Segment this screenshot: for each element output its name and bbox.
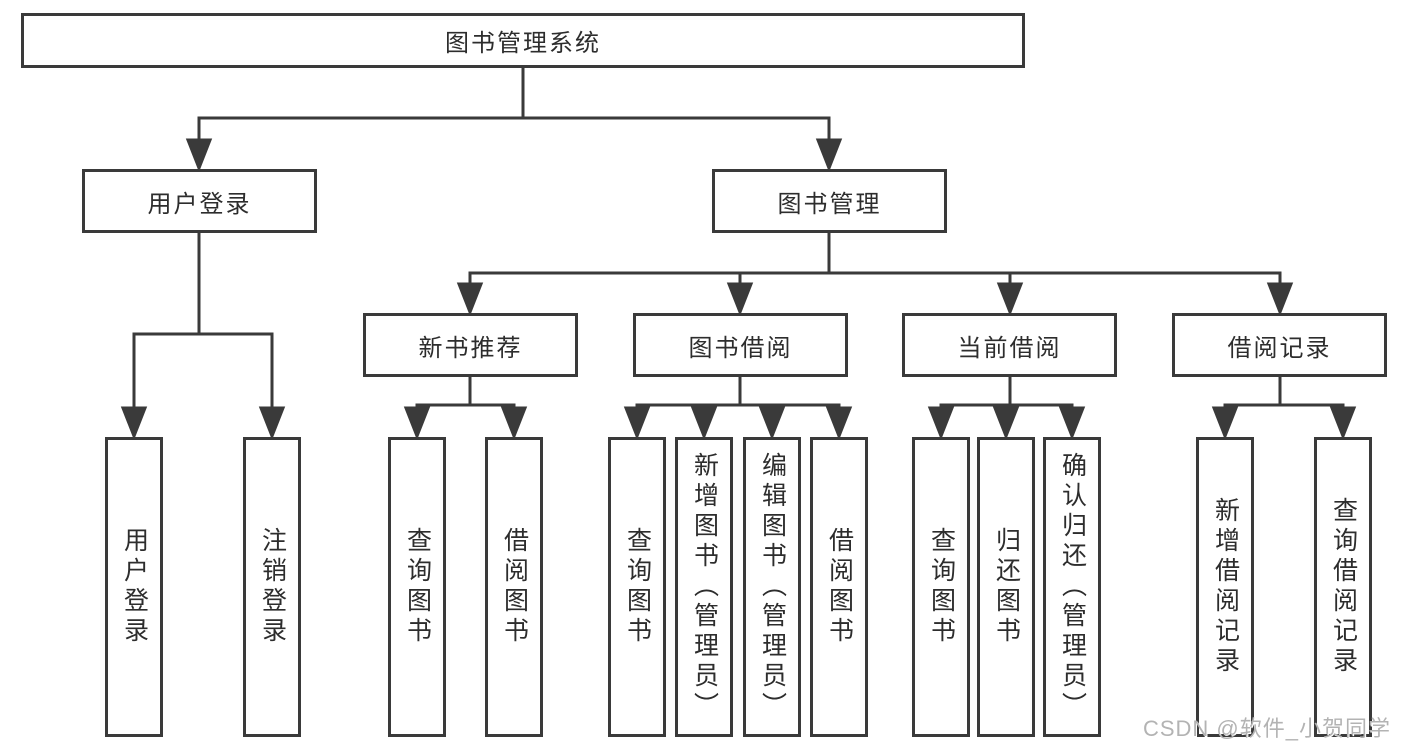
node-label: 图书管理系统 [445,30,601,57]
node-new-book-recommendation: 新书推荐 [363,313,578,377]
leaf-add-book-admin: 新增图书（管理员） [675,437,733,737]
connector-group [120,68,1357,441]
node-borrowing-records: 借阅记录 [1172,313,1387,377]
arrowhead [500,406,528,441]
arrowhead [258,406,286,441]
node-library-management-system: 图书管理系统 [21,13,1025,68]
leaf-query-books-borrow: 查询图书 [608,437,666,737]
arrowhead [690,406,718,441]
node-current-borrowing: 当前借阅 [902,313,1117,377]
arrowhead [1266,282,1294,317]
node-label: 新书推荐 [418,334,523,362]
node-label: 确认归还（管理员） [1058,452,1087,722]
node-label: 借阅记录 [1227,334,1332,362]
node-label: 注销登录 [258,527,287,647]
node-label: 查询图书 [927,527,956,647]
leaf-edit-book-admin: 编辑图书（管理员） [743,437,801,737]
leaf-user-login: 用户登录 [105,437,163,737]
node-label: 图书借阅 [688,334,793,362]
arrowhead [185,138,213,173]
leaf-return-book: 归还图书 [977,437,1035,737]
node-book-management: 图书管理 [712,169,947,233]
leaf-logout: 注销登录 [243,437,301,737]
arrowhead [1211,406,1239,441]
leaf-query-books-current: 查询图书 [912,437,970,737]
node-label: 查询图书 [403,527,432,647]
arrowhead [1329,406,1357,441]
node-label: 当前借阅 [957,334,1062,362]
node-label: 归还图书 [992,527,1021,647]
arrowhead [815,138,843,173]
node-label: 查询借阅记录 [1329,497,1358,677]
arrowhead [726,282,754,317]
node-label: 编辑图书（管理员） [758,452,787,722]
leaf-borrow-books: 借阅图书 [810,437,868,737]
arrowhead [1058,406,1086,441]
leaf-query-books-recommend: 查询图书 [388,437,446,737]
arrowhead [996,282,1024,317]
arrowhead [927,406,955,441]
arrowhead [623,406,651,441]
node-label: 图书管理 [777,190,882,218]
arrowhead [403,406,431,441]
node-label: 借阅图书 [825,527,854,647]
node-label: 用户登录 [120,527,149,647]
leaf-confirm-return-admin: 确认归还（管理员） [1043,437,1101,737]
arrowhead [120,406,148,441]
node-label: 新增图书（管理员） [690,452,719,722]
arrowhead [456,282,484,317]
leaf-query-borrow-record: 查询借阅记录 [1314,437,1372,737]
csdn-watermark: CSDN @软件_小贺同学 [1142,716,1391,741]
leaf-borrow-books-recommend: 借阅图书 [485,437,543,737]
arrowhead [992,406,1020,441]
node-user-login: 用户登录 [82,169,317,233]
arrowhead [825,406,853,441]
arrowhead [758,406,786,441]
leaf-add-borrow-record: 新增借阅记录 [1196,437,1254,737]
node-label: 用户登录 [147,190,252,218]
node-label: 查询图书 [623,527,652,647]
node-label: 借阅图书 [500,527,529,647]
node-book-borrowing: 图书借阅 [633,313,848,377]
node-label: 新增借阅记录 [1211,497,1240,677]
